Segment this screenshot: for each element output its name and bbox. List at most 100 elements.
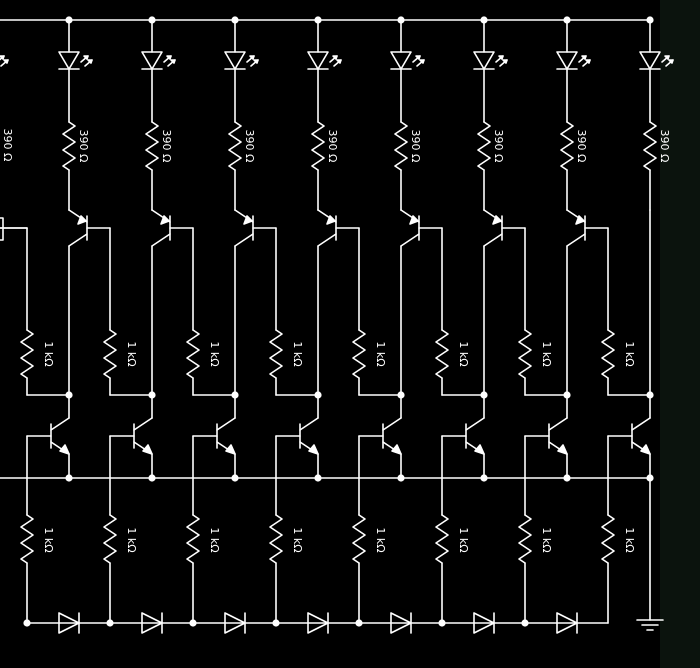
resistor-icon — [269, 514, 283, 564]
junction-dot — [438, 619, 446, 627]
junction-dot — [355, 619, 363, 627]
resistor-value-label: 1 kΩ — [208, 527, 221, 552]
wiring — [0, 19, 651, 624]
resistor-zigzag — [103, 329, 117, 379]
resistor-icon — [352, 514, 366, 564]
junction-dot — [563, 474, 571, 482]
resistor-value-label: 390 Ω — [409, 130, 422, 163]
led-ray-head — [332, 55, 338, 60]
resistor-zigzag — [518, 514, 532, 564]
led-icon — [473, 51, 508, 70]
led-icon — [390, 51, 425, 70]
resistor-value-label: 1 kΩ — [457, 527, 470, 552]
pnp-arrow — [492, 215, 502, 225]
pnp-collector — [234, 233, 254, 247]
led-ray-head — [253, 59, 259, 64]
npn-transistor-icon — [26, 394, 70, 479]
diode-icon — [224, 612, 246, 634]
junction-dot — [314, 16, 322, 24]
junction-dot — [646, 16, 654, 24]
led-ray-head — [502, 59, 508, 64]
diode-triangle — [58, 612, 80, 634]
pnp-collector — [151, 233, 171, 247]
resistor-zigzag — [643, 121, 657, 171]
resistor-icon — [228, 121, 242, 171]
pnp-arrow — [575, 215, 585, 225]
diode-triangle — [224, 612, 246, 634]
diode-icon — [473, 612, 495, 634]
resistor-zigzag — [186, 329, 200, 379]
schematic-background — [0, 0, 660, 668]
led-triangle — [224, 51, 246, 70]
resistor-value-label: 390 Ω — [575, 130, 588, 163]
junction-dot — [189, 619, 197, 627]
resistor-value-label: 390 Ω — [1, 129, 14, 162]
diode-icon — [58, 612, 80, 634]
npn-arrow — [308, 444, 319, 455]
resistor-icon — [352, 329, 366, 379]
resistor-icon — [518, 514, 532, 564]
resistor-icon — [477, 121, 491, 171]
resistor-icon — [643, 121, 657, 171]
led-ray-head — [87, 59, 93, 64]
resistor-value-label: 1 kΩ — [623, 341, 636, 366]
resistor-icon — [20, 514, 34, 564]
led-ray-head — [668, 59, 674, 64]
pnp-collector — [68, 233, 88, 247]
junction-dot — [480, 16, 488, 24]
resistor-zigzag — [145, 121, 159, 171]
diode-triangle — [556, 612, 578, 634]
npn-collector — [382, 417, 402, 431]
resistor-value-label: 390 Ω — [326, 130, 339, 163]
led-ray-head — [0, 55, 5, 60]
led-ray-head — [249, 55, 255, 60]
resistor-zigzag — [518, 329, 532, 379]
junction-dot — [563, 16, 571, 24]
npn-transistor-icon — [524, 394, 568, 479]
pnp-collector — [400, 233, 420, 247]
resistor-icon — [311, 121, 325, 171]
resistor-value-label: 1 kΩ — [540, 341, 553, 366]
junction-dots — [23, 16, 654, 627]
junction-dot — [397, 16, 405, 24]
npn-arrow — [142, 444, 153, 455]
pnp-transistor-icon — [234, 209, 277, 396]
pnp-transistor-icon — [151, 209, 194, 396]
led-ray-head — [581, 55, 587, 60]
diode-triangle — [141, 612, 163, 634]
resistor-value-label: 1 kΩ — [540, 527, 553, 552]
npn-collector — [299, 417, 319, 431]
resistor-value-label: 1 kΩ — [623, 527, 636, 552]
led-ray-head — [3, 59, 9, 64]
led-icon — [0, 55, 9, 67]
led-ray-head — [415, 55, 421, 60]
resistor-icon — [435, 514, 449, 564]
led-icon — [141, 51, 176, 70]
junction-dot — [272, 619, 280, 627]
resistor-icon — [103, 329, 117, 379]
resistor-value-label: 390 Ω — [658, 130, 671, 163]
npn-collector — [465, 417, 485, 431]
resistor-value-label: 390 Ω — [243, 130, 256, 163]
resistor-value-label: 390 Ω — [492, 130, 505, 163]
resistor-value-label: 1 kΩ — [374, 341, 387, 366]
led-ray-head — [498, 55, 504, 60]
led-triangle — [639, 51, 661, 70]
pnp-arrow — [243, 215, 253, 225]
npn-collector — [50, 417, 70, 431]
resistor-icon — [601, 329, 615, 379]
resistor-value-label: 390 Ω — [160, 130, 173, 163]
resistor-value-label: 390 Ω — [77, 130, 90, 163]
diode-triangle — [390, 612, 412, 634]
diode-triangle — [307, 612, 329, 634]
pnp-arrow — [409, 215, 419, 225]
resistor-value-label: 1 kΩ — [125, 341, 138, 366]
resistor-zigzag — [435, 514, 449, 564]
resistor-zigzag — [269, 329, 283, 379]
led-ray-head — [585, 59, 591, 64]
junction-dot — [65, 16, 73, 24]
resistor-icon — [518, 329, 532, 379]
pnp-transistor-icon — [483, 209, 526, 396]
led-triangle — [390, 51, 412, 70]
led-icon — [307, 51, 342, 70]
